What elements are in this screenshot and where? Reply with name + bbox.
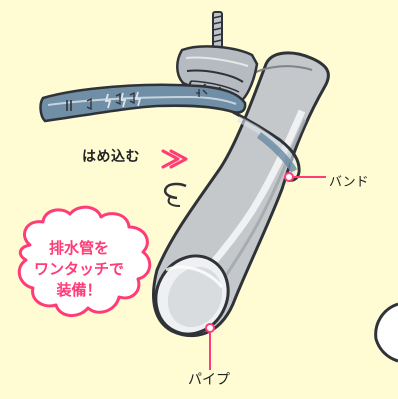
badge-shape <box>17 205 152 317</box>
badge-line-2: ワンタッチで <box>33 260 124 278</box>
band-label: バンド <box>329 175 369 190</box>
badge-line-3: 装備！ <box>56 281 102 299</box>
band-strap <box>39 83 301 207</box>
double-arrow-icon <box>161 149 188 169</box>
insert-label: はめ込む <box>82 149 140 165</box>
callout-lines <box>205 172 326 370</box>
badge-line-1: 排水管を <box>48 239 109 257</box>
badge-text: 排水管を ワンタッチで 装備！ <box>16 238 142 301</box>
pipe-label: パイプ <box>188 372 230 388</box>
pipe-body <box>152 51 330 338</box>
corner-circle-icon <box>374 302 398 363</box>
